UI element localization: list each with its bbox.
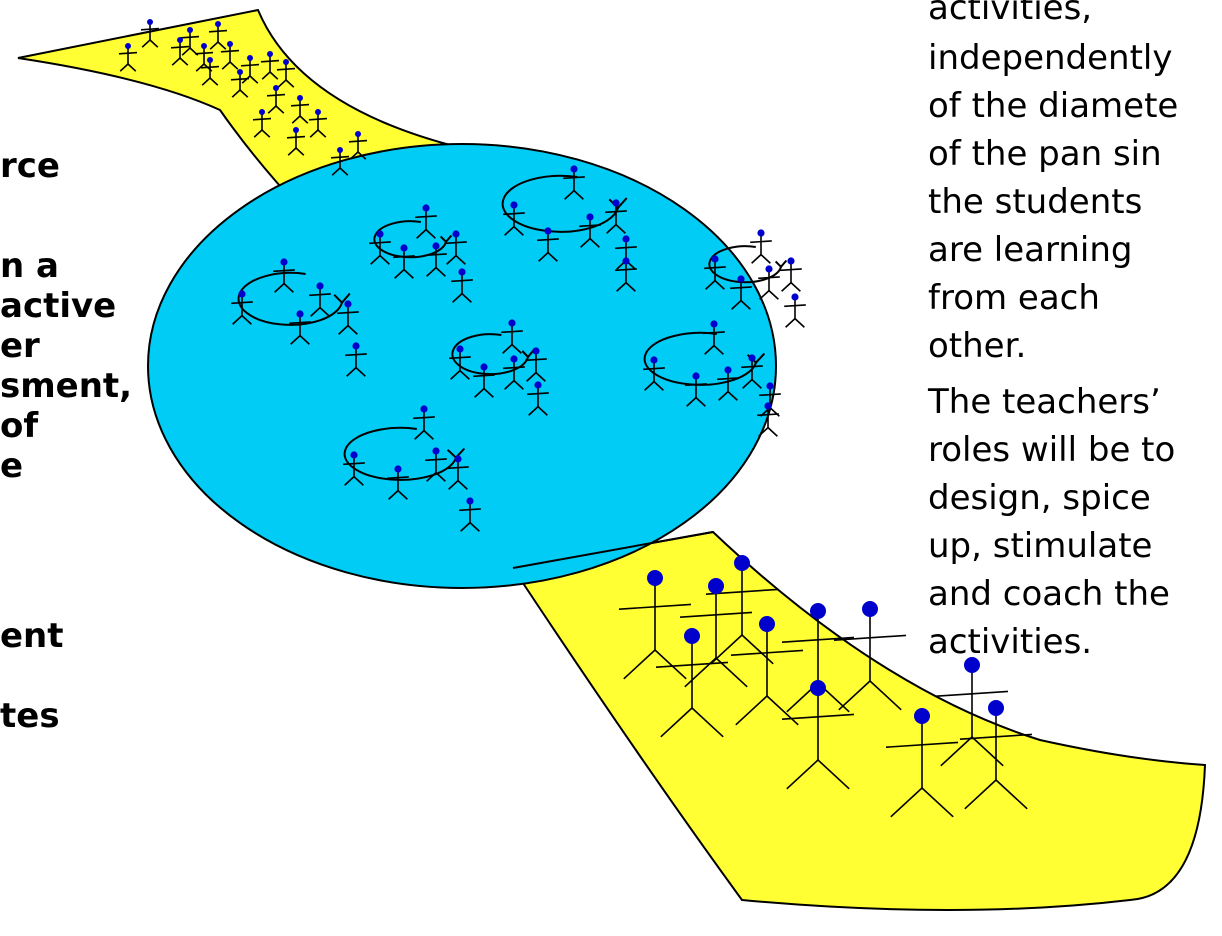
stick-figure-person [208,21,228,50]
stick-figure-person [330,147,350,176]
stick-figure-person [369,230,391,265]
learning-group [501,165,637,292]
stick-figure-person [200,57,220,86]
stick-figure-person [615,257,637,292]
small-people-incoming [118,19,368,176]
stick-figure-person [118,43,138,72]
stick-figure-person [343,451,365,486]
stick-figure-person [230,69,250,98]
stick-figure-person [290,95,310,124]
stick-figure-person [276,59,296,88]
stick-figure-person [741,354,763,389]
stick-figure-person [758,265,780,300]
stick-figure-person [579,213,601,248]
stick-figure-person [704,255,726,290]
stick-figure-person [730,616,804,726]
stick-figure-person [537,227,559,262]
stick-figure-person [252,109,272,138]
outgoing-road-top-edge [512,531,714,569]
stick-figure-person [784,293,806,328]
stick-figure-person [425,447,447,482]
stick-figure-person [781,680,855,790]
stick-figure-person [345,342,367,377]
stick-figure-person [525,347,547,382]
stick-figure-person [393,244,415,279]
stick-figure-person [415,204,437,239]
stick-figure-person [273,258,295,293]
stick-figure-person [527,381,549,416]
large-people-outgoing [618,555,1033,818]
stick-figure-person [220,41,240,70]
stick-figure-person [337,300,359,335]
learning-group [643,320,781,437]
stick-figure-person [425,242,447,277]
stick-figure-person [833,601,907,711]
stick-figure-person [685,372,707,407]
stick-figure-person [459,497,481,532]
stick-figure-person [655,628,729,738]
stick-figure-person [286,127,306,156]
stick-figure-person [730,275,752,310]
stick-figure-person [240,55,260,84]
stick-figure-person [451,268,473,303]
stick-figure-person [231,290,253,325]
stick-figure-person [309,282,331,317]
stick-figure-person [605,199,627,234]
stick-figure-person [449,345,471,380]
stick-figure-person [717,366,739,401]
stick-figure-person [501,319,523,354]
learning-group [231,258,367,377]
learning-group [704,229,806,328]
stick-figure-person [780,257,802,292]
stick-figure-person [935,657,1009,767]
stick-figure-person [750,229,772,264]
learning-pan [147,143,777,589]
stick-figure-person [473,363,495,398]
stick-figure-person [387,465,409,500]
stick-figure-person [140,19,160,48]
learning-group [449,319,549,416]
stick-figure-person [757,402,779,437]
stick-figure-person [348,131,368,160]
stick-figure-person [503,201,525,236]
stick-figure-person [503,355,525,390]
stick-figure-person [703,320,725,355]
stick-figure-person [959,700,1033,810]
stick-figure-person [643,356,665,391]
stick-figure-person [289,310,311,345]
stick-figure-person [170,37,190,66]
stick-figure-person [266,85,286,114]
stick-figure-person [260,51,280,80]
learning-group [343,405,481,532]
learning-group [369,204,473,303]
stick-figure-person [308,109,328,138]
learning-groups [231,165,806,532]
stick-figure-person [445,230,467,265]
stick-figure-person [563,165,585,200]
stick-figure-person [885,708,959,818]
stick-figure-person [447,455,469,490]
stick-figure-person [618,570,692,680]
outgoing-road [511,530,1207,911]
stick-figure-person [413,405,435,440]
